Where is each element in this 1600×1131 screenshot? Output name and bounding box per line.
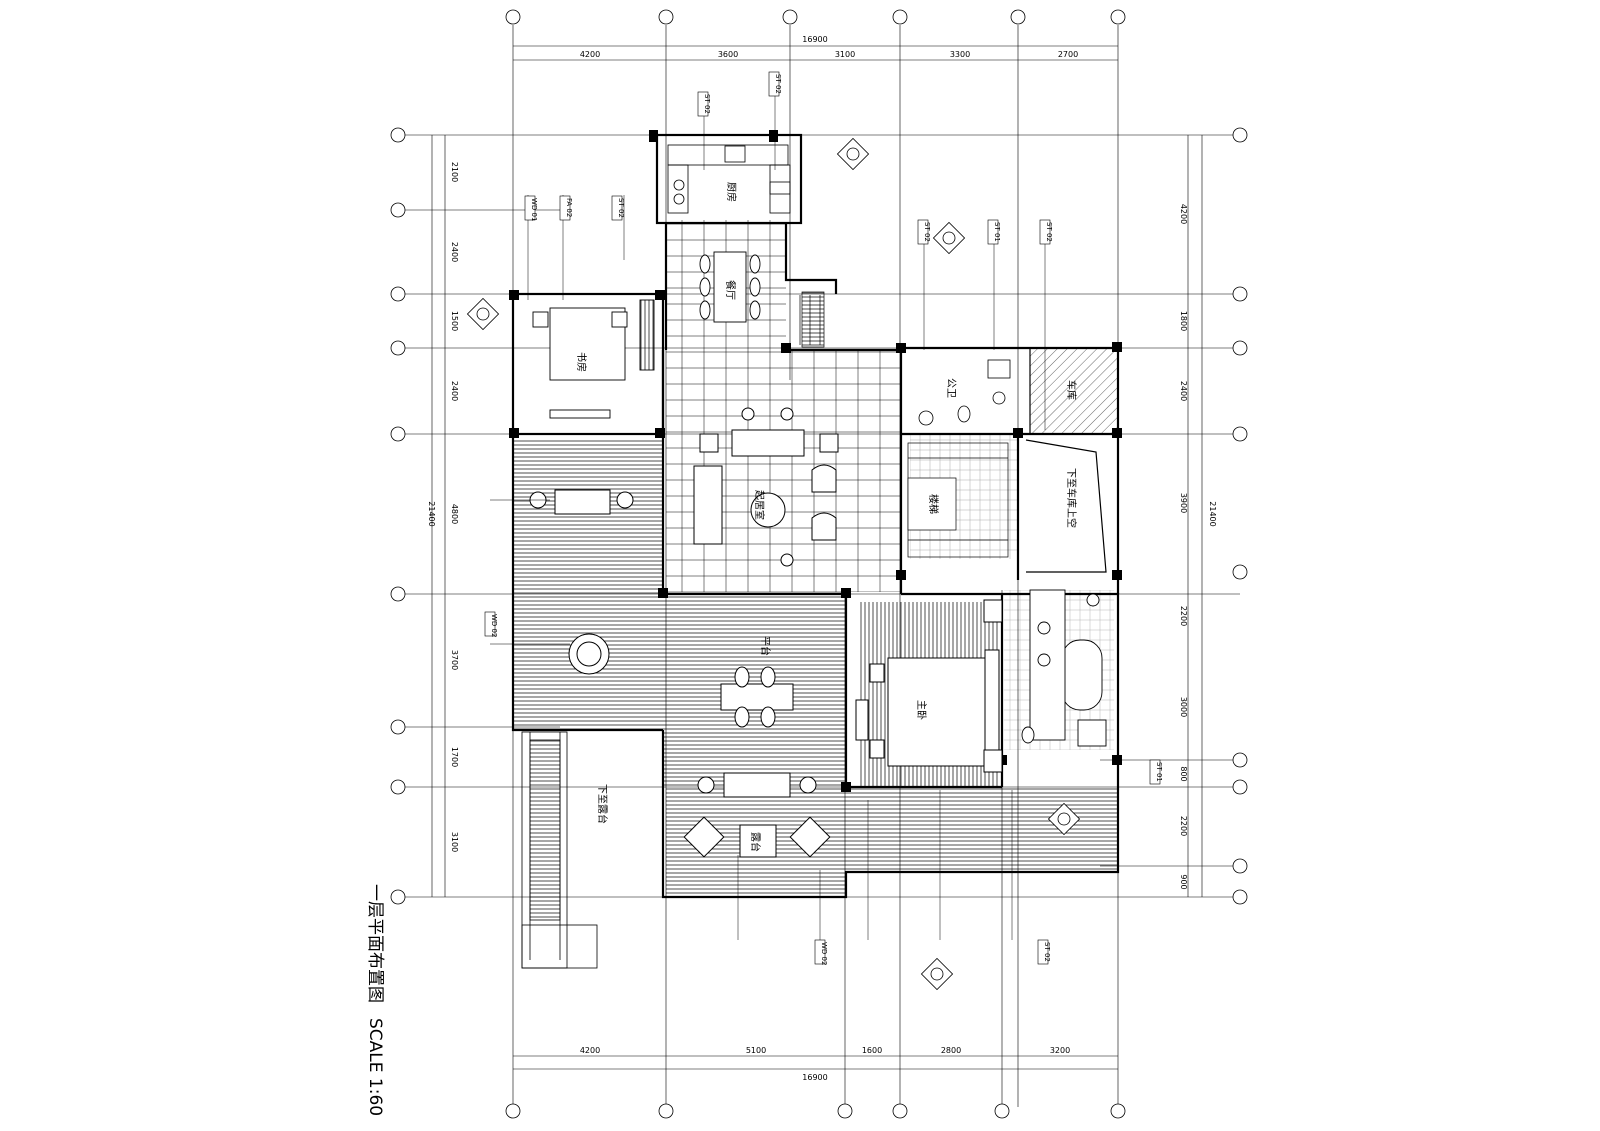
elevation-markers [466,137,1081,991]
left-dim-6: 3700 [450,650,459,670]
right-dimensions: 4200 1800 2400 3900 2200 3000 800 2200 9… [1179,204,1217,890]
tag-garage-1: ST 02 [1045,222,1053,242]
garage [1025,347,1119,573]
room-label-dining-terrace: 露台 [749,832,762,852]
tag-hall-1: ST 02 [923,222,931,242]
right-dim-6: 3000 [1179,697,1188,717]
external-stair [521,731,598,969]
top-dimensions: 16900 4200 3600 3100 3300 2700 [580,35,1078,59]
left-dimensions: 2100 2400 1500 2400 4800 3700 1700 3100 … [427,162,459,852]
left-dim-1: 2100 [450,162,459,182]
room-label-study: 书房 [575,352,588,372]
top-dim-3: 3100 [835,50,855,59]
scale-text: SCALE 1:60 [365,1018,385,1116]
bottom-dim-2: 5100 [746,1046,766,1055]
drawing-title: 一层平面布置图 SCALE 1:60 [365,884,385,1116]
dimension-lines [431,45,1203,1070]
tag-kitchen-2: ST 02 [774,74,782,94]
room-label-living: 起居室 [753,490,766,520]
left-dim-4: 2400 [450,381,459,401]
room-labels: 厨房 餐厅 书房 起居室 楼梯 公卫 车库 下至车库上空 平台 主卧 露台 下至… [575,182,1078,852]
top-dim-5: 2700 [1058,50,1078,59]
powder-bath [918,359,1011,426]
dining-table [699,251,761,323]
right-total-dim: 21400 [1208,501,1217,526]
material-tag-labels: ST 02 ST 02 ST 02 FA 02 WD 01 ST 02 ST 0… [490,74,1163,965]
room-label-lower-platform: 下至露台 [596,784,609,824]
room-label-dining: 餐厅 [724,280,737,300]
tag-deck-1: WD 02 [490,614,498,637]
left-dim-7: 1700 [450,747,459,767]
left-dim-5: 4800 [450,504,459,524]
right-dim-7: 800 [1179,766,1188,781]
right-dim-9: 900 [1179,874,1188,889]
room-label-bedroom: 主卧 [915,700,928,720]
tag-bath-2: ST 01 [1155,762,1163,782]
room-label-stair: 楼梯 [927,494,940,514]
right-dim-1: 4200 [1179,204,1188,224]
left-dim-8: 3100 [450,832,459,852]
columns [509,130,1122,792]
living-furniture [693,407,839,567]
right-dim-2: 1800 [1179,311,1188,331]
bottom-dim-4: 2800 [941,1046,961,1055]
top-dim-1: 4200 [580,50,600,59]
callout-leaders [490,95,1046,940]
bottom-total-dim: 16900 [802,1073,827,1082]
material-tags [484,71,1161,965]
left-total-dim: 21400 [427,501,436,526]
tag-terrace-1: WD 02 [820,942,828,965]
room-label-garage: 车库 [1065,380,1078,400]
bottom-dim-1: 4200 [580,1046,600,1055]
room-label-bath: 公卫 [945,378,956,398]
right-dim-5: 2200 [1179,606,1188,626]
right-dim-4: 3900 [1179,493,1188,513]
kitchen-fixtures [667,144,791,214]
bottom-dim-3: 1600 [862,1046,882,1055]
master-bedroom-furniture [855,599,1003,773]
axis-bubbles [390,9,1248,1119]
terrace-furniture [529,489,831,858]
room-label-terrace: 平台 [759,636,772,656]
left-dim-2: 2400 [450,242,459,262]
room-label-kitchen: 厨房 [725,182,738,202]
left-dim-3: 1500 [450,311,459,331]
top-dim-4: 3300 [950,50,970,59]
tag-terrace-2: ST 02 [1043,942,1051,962]
title-text: 一层平面布置图 [365,884,385,1003]
tag-study-2: WD 01 [530,198,538,221]
right-dim-8: 2200 [1179,816,1188,836]
tag-kitchen-1: ST 02 [703,94,711,114]
bottom-dimensions: 4200 5100 1600 2800 3200 16900 [580,1046,1070,1082]
right-dim-3: 2400 [1179,381,1188,401]
master-bath-fixtures [1021,589,1107,747]
room-label-down-garage: 下至车库上空 [1065,468,1078,528]
stair [799,291,1009,558]
tag-bath-1: ST 01 [993,222,1001,242]
tag-study-1: FA 02 [565,198,573,217]
study-furniture [532,299,655,419]
top-dim-2: 3600 [718,50,738,59]
bottom-dim-5: 3200 [1050,1046,1070,1055]
top-total-dim: 16900 [802,35,827,44]
tag-dining-1: ST 02 [617,198,625,218]
